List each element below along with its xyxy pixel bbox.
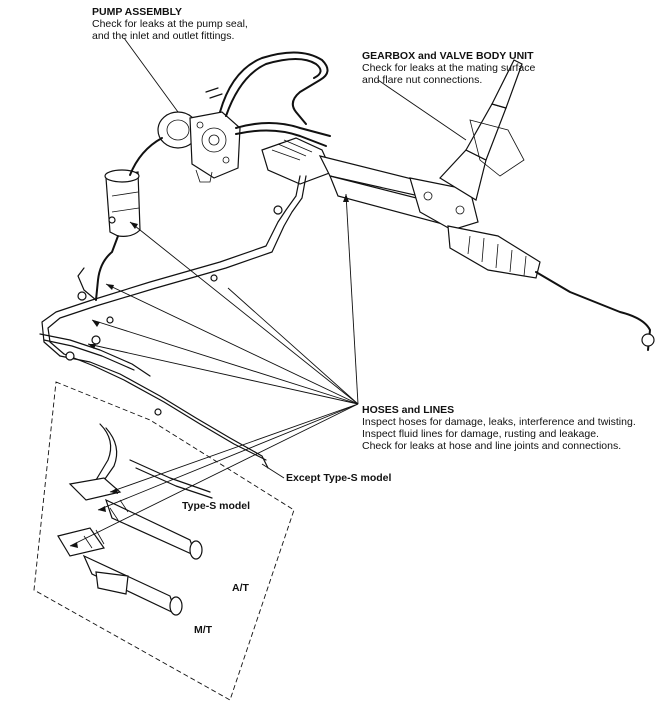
- hoses-lines-callout: HOSES and LINES Inspect hoses for damage…: [362, 404, 636, 452]
- pump-assembly-note-2: and the inlet and outlet fittings.: [92, 30, 235, 42]
- hoses-lines-title: HOSES and LINES: [362, 404, 455, 416]
- hoses-lines-note-3: Check for leaks at hose and line joints …: [362, 440, 622, 452]
- gearbox-callout: GEARBOX and VALVE BODY UNIT Check for le…: [362, 50, 535, 86]
- except-type-s-label: Except Type-S model: [286, 472, 392, 484]
- reservoir-tank: [95, 169, 141, 301]
- mt-label: M/T: [194, 624, 213, 636]
- pump-assembly: [129, 111, 241, 183]
- type-s-label: Type-S model: [182, 500, 251, 512]
- leader-arrowheads: [70, 194, 349, 548]
- pump-assembly-title: PUMP ASSEMBLY: [92, 6, 183, 18]
- pump-assembly-note-1: Check for leaks at the pump seal,: [92, 18, 248, 30]
- pressure-hose: [205, 51, 331, 147]
- cooler-section: [33, 381, 295, 701]
- gearbox-unit: [261, 59, 655, 351]
- gearbox-note-1: Check for leaks at the mating surface: [362, 62, 536, 74]
- fluid-lines: [39, 175, 307, 469]
- leader-lines: [69, 37, 467, 547]
- hoses-lines-note-2: Inspect fluid lines for damage, rusting …: [362, 428, 599, 440]
- hoses-lines-note-1: Inspect hoses for damage, leaks, interfe…: [362, 416, 636, 428]
- pump-assembly-callout: PUMP ASSEMBLY Check for leaks at the pum…: [92, 6, 248, 42]
- at-label: A/T: [232, 582, 249, 594]
- gearbox-note-2: and flare nut connections.: [362, 74, 483, 86]
- gearbox-title: GEARBOX and VALVE BODY UNIT: [362, 50, 534, 62]
